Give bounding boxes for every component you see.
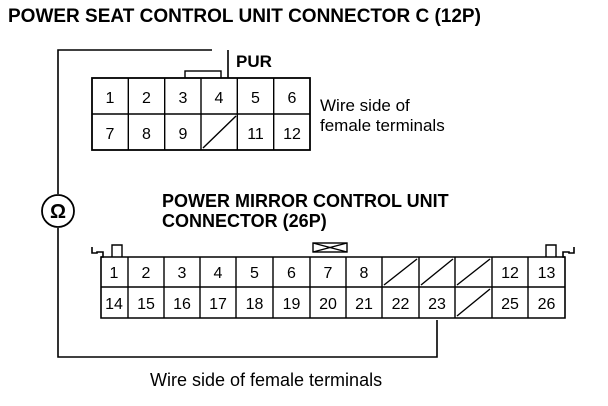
seat-pin: 7	[106, 126, 115, 143]
seat-connector-column-dividers	[127, 78, 275, 150]
seat-pin: 4	[215, 90, 224, 107]
mirror-pin: 21	[355, 296, 373, 313]
mirror-pin: 7	[324, 265, 333, 282]
mirror-connector-column-dividers	[127, 257, 529, 318]
mirror-pin: 16	[173, 296, 191, 313]
mirror-pin: 20	[319, 296, 337, 313]
seat-pin: 8	[142, 126, 151, 143]
seat-pin: 5	[251, 90, 260, 107]
diagram-title: POWER SEAT CONTROL UNIT CONNECTOR C (12P…	[8, 6, 481, 27]
mirror-pin: 6	[287, 265, 296, 282]
mirror-pin: 2	[142, 265, 151, 282]
mirror-pin: 15	[137, 296, 155, 313]
seat-pin: 12	[283, 126, 301, 143]
seat-pin: 11	[247, 126, 264, 143]
mirror-connector-title-line1: POWER MIRROR CONTROL UNIT	[162, 191, 449, 211]
mirror-pin: 8	[360, 265, 369, 282]
mirror-pin: 18	[246, 296, 264, 313]
seat-empty-cavity-slash	[202, 115, 237, 149]
seat-side-note-line2: female terminals	[320, 116, 445, 135]
mirror-pin: 26	[538, 296, 556, 313]
mirror-empty-cavity-slashes	[383, 258, 491, 317]
mirror-pin: 3	[178, 265, 187, 282]
mirror-connector-top-tabs	[111, 242, 557, 257]
mirror-pin: 12	[501, 265, 519, 282]
seat-pin: 1	[106, 90, 115, 107]
mirror-connector-outline	[91, 247, 575, 319]
seat-pin: 9	[179, 126, 188, 143]
seat-wire-color-label: PUR	[236, 52, 272, 71]
meter-lead-bottom	[57, 228, 438, 358]
mirror-pin: 1	[110, 265, 119, 282]
seat-pin: 6	[288, 90, 297, 107]
seat-row2-numbers: 7 8 9 11 12	[106, 126, 301, 143]
mirror-pin: 25	[501, 296, 519, 313]
seat-pin: 2	[142, 90, 151, 107]
seat-side-note-line1: Wire side of	[320, 96, 410, 115]
ohmmeter-icon	[41, 194, 75, 228]
bottom-note: Wire side of female terminals	[150, 370, 383, 390]
mirror-row2-numbers: 14 15 16 17 18 19 20 21 22 23 25 26	[105, 296, 555, 313]
ohm-symbol: Ω	[50, 201, 66, 223]
seat-row1-numbers: 1 2 3 4 5 6	[106, 90, 297, 107]
meter-lead-top	[57, 49, 212, 194]
seat-pin: 3	[179, 90, 188, 107]
mirror-pin: 17	[209, 296, 227, 313]
mirror-pin: 4	[214, 265, 223, 282]
mirror-pin: 14	[105, 296, 123, 313]
mirror-pin: 5	[250, 265, 259, 282]
mirror-pin: 19	[283, 296, 301, 313]
mirror-row1-numbers: 1 2 3 4 5 6 7 8 12 13	[110, 265, 556, 282]
mirror-pin: 13	[538, 265, 556, 282]
mirror-connector-title-line2: CONNECTOR (26P)	[162, 211, 327, 231]
mirror-pin: 23	[428, 296, 446, 313]
mirror-pin: 22	[392, 296, 410, 313]
